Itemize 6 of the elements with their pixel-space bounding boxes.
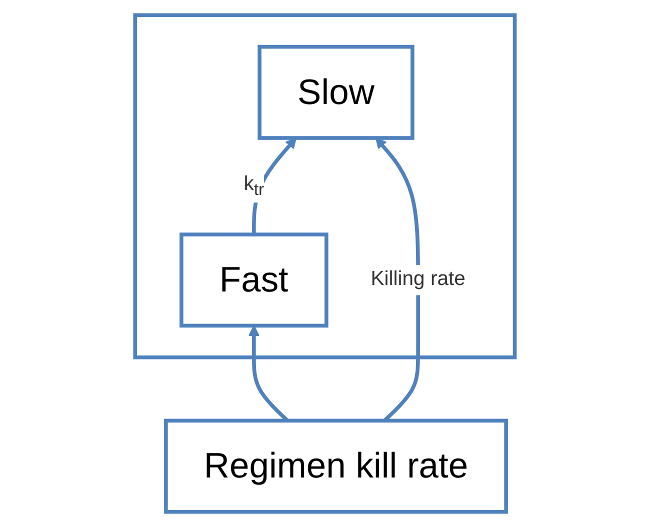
node-box: Fast	[180, 232, 328, 328]
node-box: Regimen kill rate	[164, 418, 508, 514]
cluster	[133, 13, 517, 360]
edge-label: Killing rate	[370, 268, 466, 290]
edge-label: k$_{tr}$	[244, 173, 264, 200]
node-box: Slow	[258, 44, 414, 140]
